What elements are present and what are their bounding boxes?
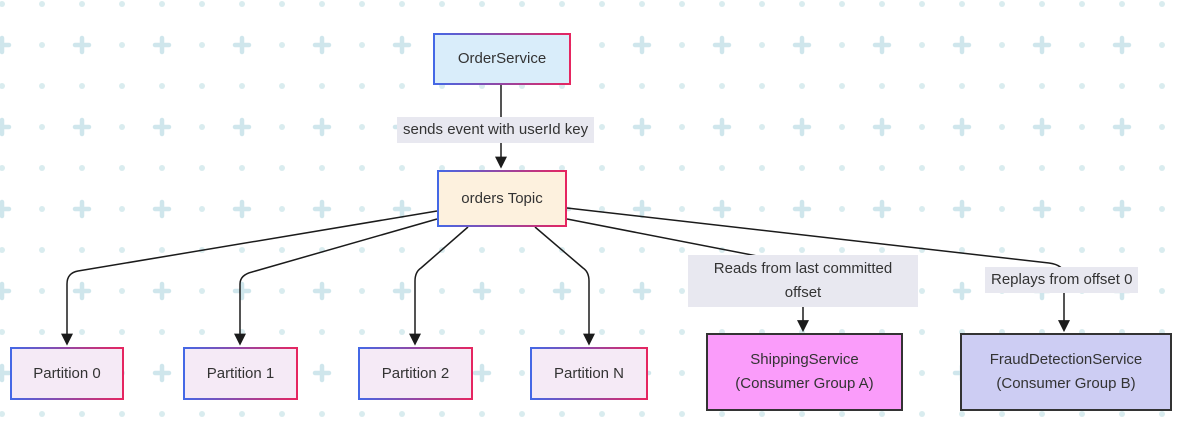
node-shipping-service-label-line2: (Consumer Group A) — [735, 375, 874, 392]
node-partition-1-label: Partition 1 — [206, 364, 275, 382]
node-fraud-detection-service-label-line1: FraudDetectionService — [989, 351, 1143, 368]
edge-label-reads-offset: Reads from last committed offset — [688, 255, 918, 307]
node-shipping-service: ShippingService (Consumer Group A) — [706, 333, 903, 411]
node-orders-topic: orders Topic — [437, 170, 567, 227]
node-shipping-service-label-line1: ShippingService — [750, 351, 859, 368]
node-partition-0-label: Partition 0 — [33, 364, 101, 382]
node-fraud-detection-service-label-line2: (Consumer Group B) — [996, 375, 1136, 392]
edge-topic-to-partition-n — [534, 226, 595, 346]
edge-label-replays-offset: Replays from offset 0 — [985, 267, 1139, 293]
edge-topic-to-partition-1 — [234, 218, 438, 346]
edge-topic-to-partition-0 — [61, 210, 438, 346]
edge-topic-to-partition-2 — [409, 226, 469, 346]
node-order-service: OrderService — [433, 33, 571, 85]
node-orders-topic-label: orders Topic — [461, 189, 543, 207]
node-partition-n-label: Partition N — [553, 364, 625, 382]
node-partition-2-label: Partition 2 — [381, 364, 450, 382]
node-partition-n: Partition N — [530, 347, 648, 400]
node-order-service-label: OrderService — [457, 50, 547, 67]
edge-label-sends-event: sends event with userId key — [397, 117, 595, 143]
node-fraud-detection-service: FraudDetectionService (Consumer Group B) — [960, 333, 1172, 411]
node-partition-0: Partition 0 — [10, 347, 124, 400]
node-partition-1: Partition 1 — [183, 347, 298, 400]
node-partition-2: Partition 2 — [358, 347, 473, 400]
